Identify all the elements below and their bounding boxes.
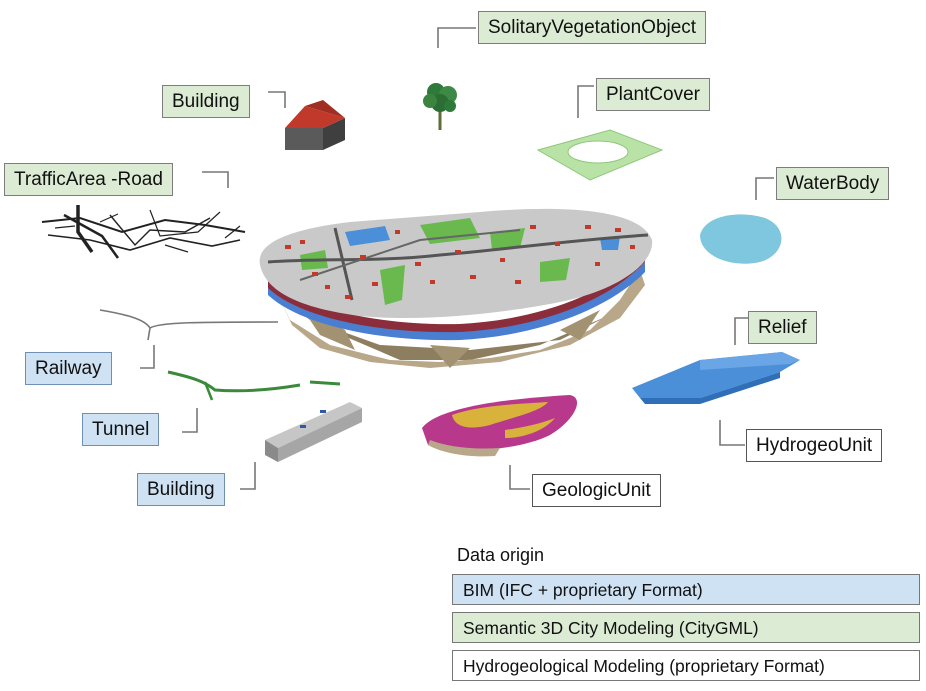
- plant-cover-object: [536, 129, 664, 181]
- label-plant-cover: PlantCover: [596, 78, 710, 111]
- relief-object: [632, 352, 800, 404]
- building-bim-object: [265, 402, 362, 462]
- label-hydrogeo-unit: HydrogeoUnit: [746, 429, 883, 462]
- legend-item-bim: BIM (IFC + proprietary Format): [452, 574, 920, 605]
- city-model: [259, 208, 653, 368]
- label-geologic-unit: GeologicUnit: [532, 474, 661, 507]
- water-body-object: [700, 214, 782, 264]
- geologic-unit-object: [422, 395, 578, 457]
- label-building-bim: Building: [137, 473, 225, 506]
- legend-item-hydrogeo: Hydrogeological Modeling (proprietary Fo…: [452, 650, 920, 681]
- road-network-object: [41, 205, 246, 259]
- legend-item-citygml: Semantic 3D City Modeling (CityGML): [452, 612, 920, 643]
- label-building-citygml: Building: [162, 85, 250, 118]
- label-solitary-vegetation-object: SolitaryVegetationObject: [478, 11, 707, 44]
- label-water-body: WaterBody: [776, 167, 890, 200]
- label-tunnel: Tunnel: [82, 413, 160, 446]
- connector-lines: [140, 27, 774, 490]
- legend-title: Data origin: [457, 545, 545, 565]
- railway-object: [99, 309, 279, 341]
- tunnel-object: [167, 370, 341, 401]
- label-relief: Relief: [748, 311, 817, 344]
- tree-object: [423, 83, 457, 130]
- label-traffic-area-road: TrafficArea -Road: [4, 163, 173, 196]
- building-citygml-object: [285, 100, 345, 150]
- label-railway: Railway: [25, 352, 112, 385]
